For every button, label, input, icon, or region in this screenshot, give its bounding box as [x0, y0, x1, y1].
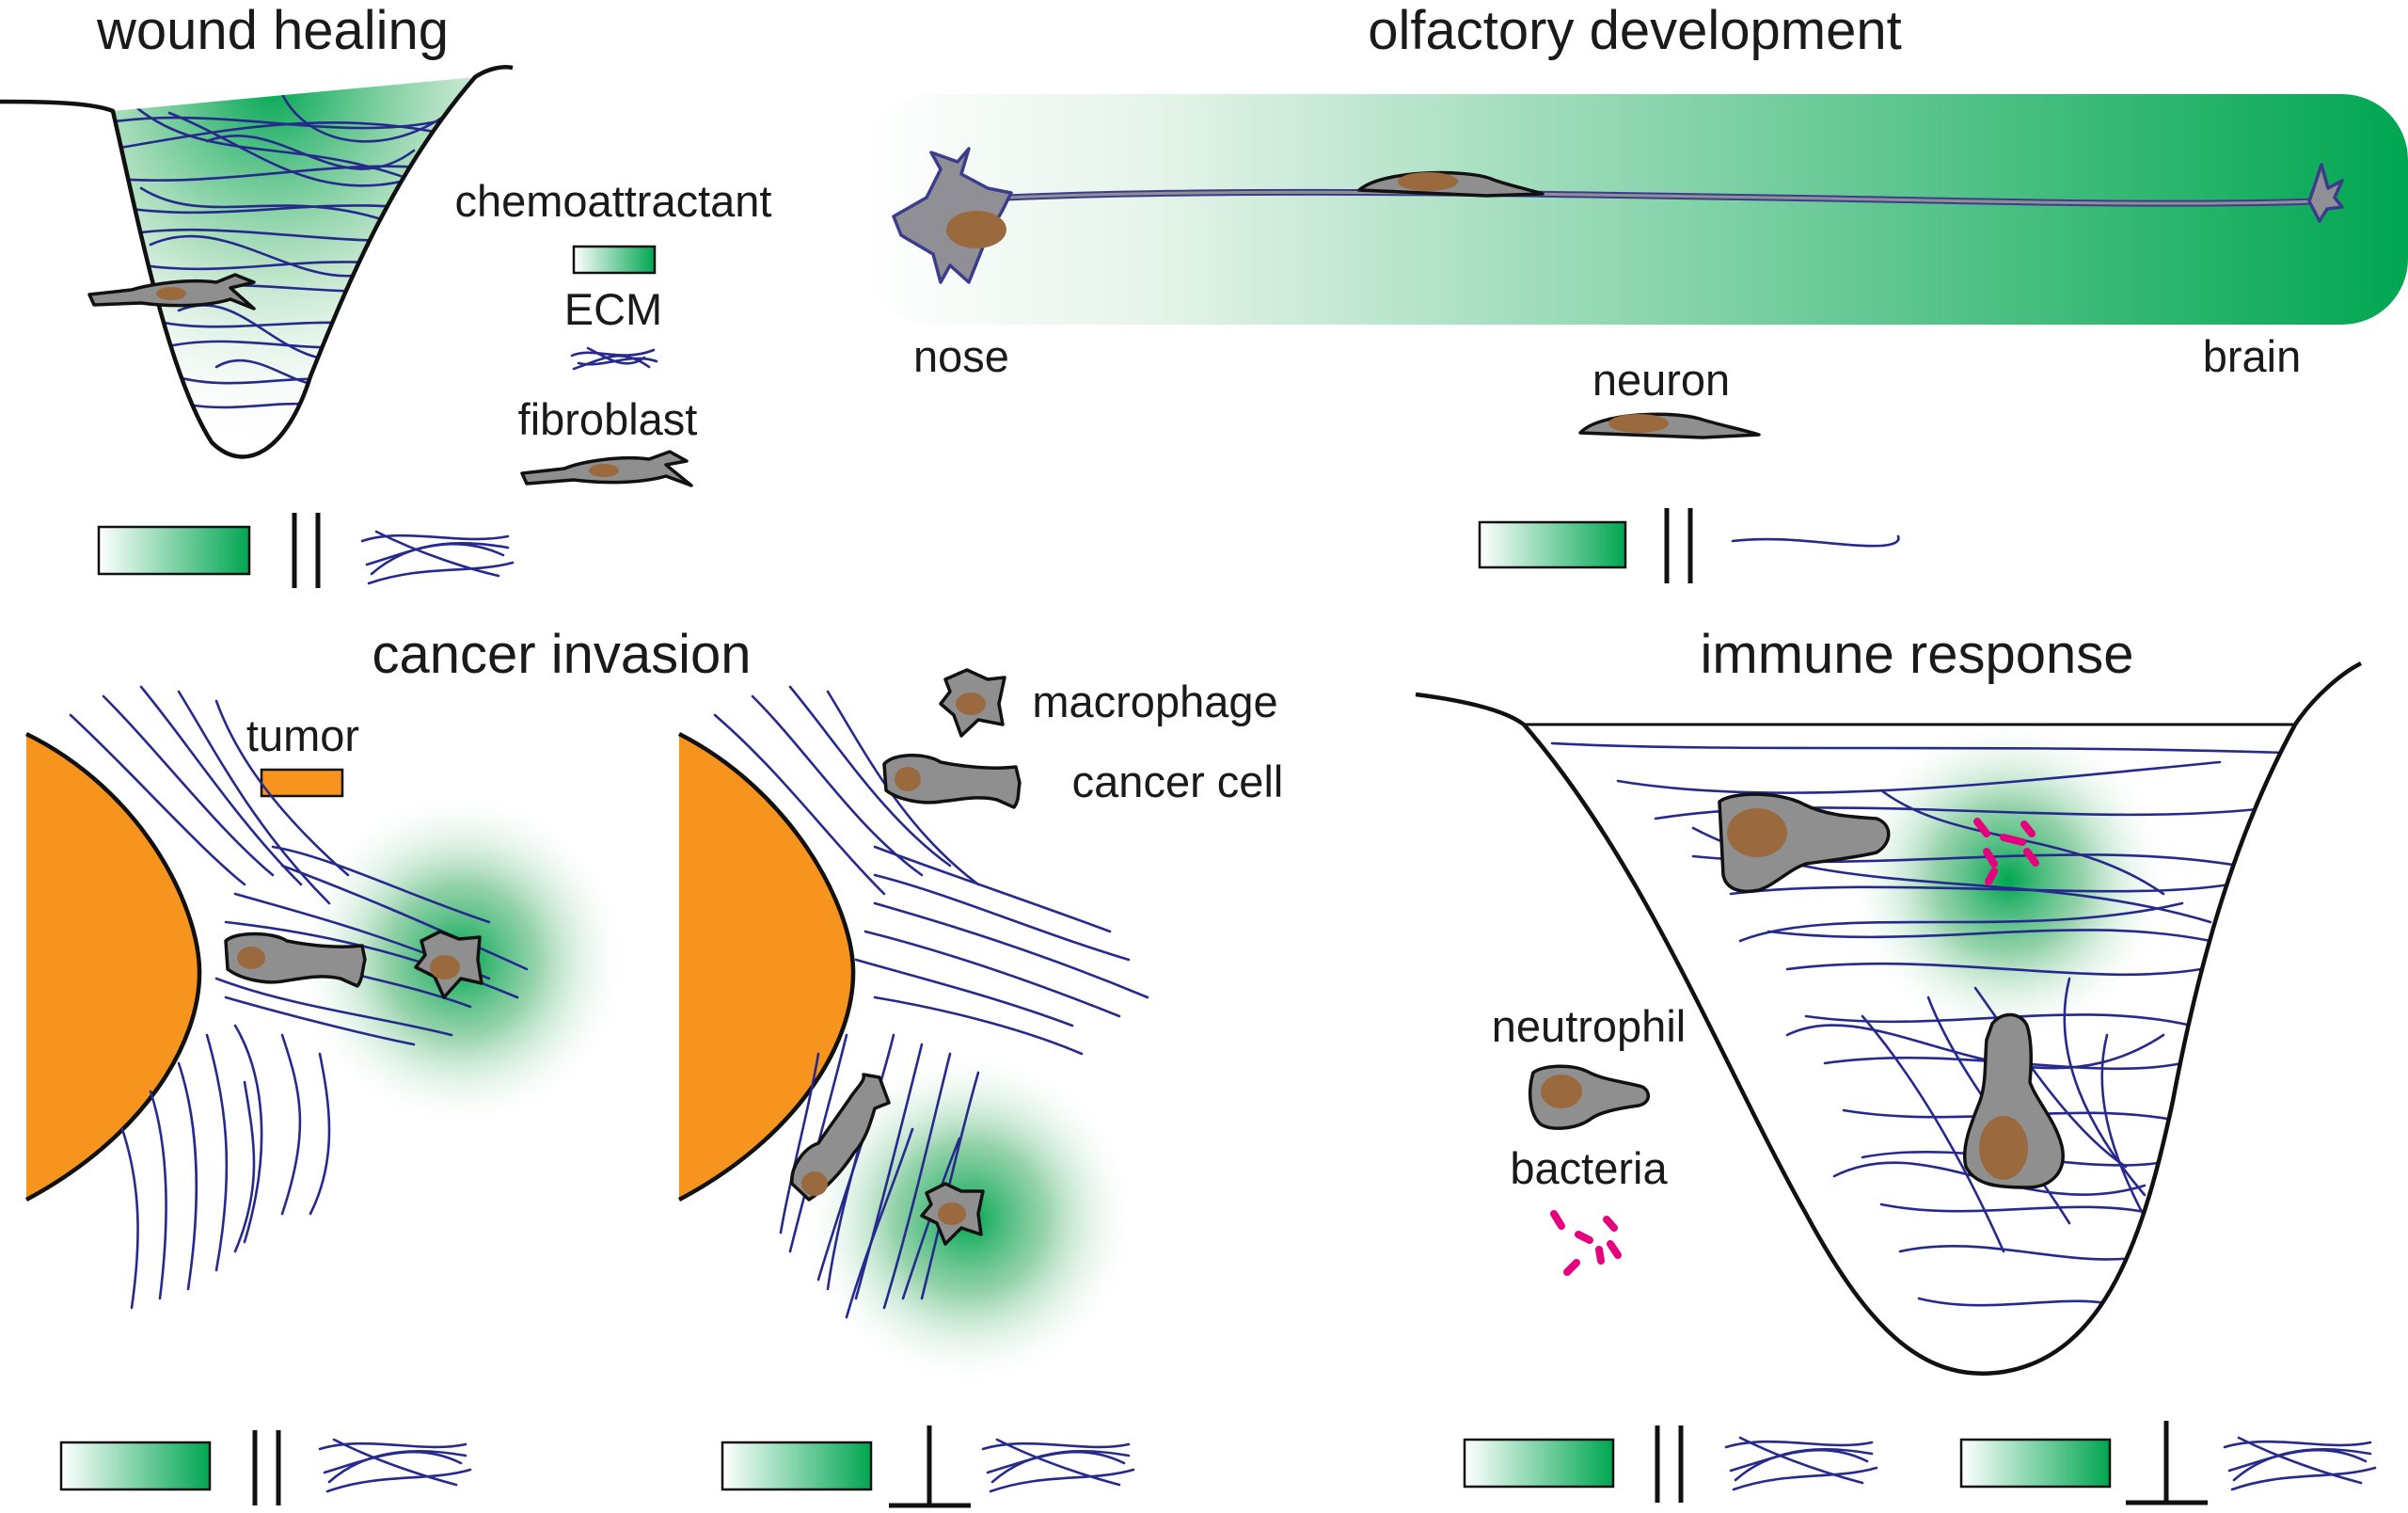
neutrophil-bottom — [1962, 1012, 2065, 1189]
gradient-bar-icon — [1959, 1438, 2112, 1489]
brain-label: brain — [2203, 331, 2302, 381]
gradient-bar-icon — [721, 1441, 873, 1491]
wound-healing-title: wound healing — [96, 0, 449, 61]
macrophage-left — [414, 930, 483, 999]
cancer-cell-legend-icon — [882, 754, 1022, 809]
immune-chemoattractant-gradient — [1844, 725, 2173, 1044]
cancer-cell-label: cancer cell — [1072, 756, 1284, 806]
fibroblast-cell — [87, 273, 256, 311]
cancer-cell-right — [790, 1073, 891, 1202]
olfactory-chemoattractant-gradient — [865, 94, 2408, 325]
wound-outline — [0, 65, 514, 459]
parallel-lines-icon — [292, 513, 321, 588]
perpendicular-icon — [2126, 1421, 2208, 1505]
olfactory-panel: olfactory development nose brain neuron — [865, 0, 2408, 583]
ecm-fiber-icon — [570, 346, 658, 371]
single-axon-icon — [1731, 534, 1900, 548]
parallel-lines-icon — [252, 1430, 281, 1505]
cancer-cell-left — [224, 932, 367, 988]
bacteria-legend-icon — [1550, 1210, 1622, 1276]
fiber-bundle-icon — [360, 530, 515, 585]
perpendicular-icon — [889, 1425, 971, 1508]
macrophage-legend-icon — [939, 668, 1006, 738]
neutrophil-top — [1718, 792, 1891, 894]
fibroblast-label: fibroblast — [518, 394, 698, 444]
fiber-bundle-icon — [981, 1438, 1135, 1493]
immune-response-panel: immune response — [1415, 624, 2377, 1505]
neuron-label: neuron — [1592, 355, 1730, 405]
chemoattractant-gradient-icon — [572, 245, 657, 275]
cancer-invasion-title: cancer invasion — [372, 624, 752, 685]
neutrophil-legend-icon — [1528, 1064, 1650, 1130]
wound-healing-panel: wound healing — [0, 0, 772, 588]
bacteria-cluster — [1973, 818, 2039, 885]
parallel-lines-icon — [1655, 1425, 1684, 1503]
tumor-label: tumor — [246, 710, 359, 760]
neutrophil-label: neutrophil — [1492, 1001, 1686, 1051]
ecm-label: ECM — [564, 284, 662, 334]
tumor-left — [26, 734, 200, 1200]
macrophage-right — [920, 1182, 985, 1246]
neuron-legend-icon — [1578, 412, 1761, 439]
tumor-right — [679, 734, 854, 1200]
growth-cone — [2307, 163, 2344, 223]
macrophage-label: macrophage — [1032, 677, 1277, 726]
gradient-bar-icon — [1463, 1438, 1615, 1489]
cancer-invasion-panel: cancer invasion tumor — [24, 624, 1284, 1508]
migrating-neuron — [1357, 170, 1545, 198]
gradient-bar-icon — [97, 525, 251, 576]
tumor-legend-icon — [260, 768, 344, 798]
fiber-bundle-icon — [2223, 1436, 2377, 1491]
gradient-bar-icon — [1478, 520, 1627, 569]
fibroblast-legend-icon — [520, 450, 693, 487]
fiber-bundle-icon — [318, 1438, 472, 1493]
gradient-bar-icon — [59, 1441, 212, 1491]
immune-wound-outline — [1415, 661, 2363, 1376]
olfactory-neuron-soma — [892, 147, 1013, 284]
immune-response-title: immune response — [1701, 624, 2134, 685]
chemoattractant-label: chemoattractant — [454, 176, 771, 226]
fiber-bundle-icon — [1724, 1436, 1878, 1491]
parallel-lines-icon — [1664, 508, 1693, 583]
bacteria-label: bacteria — [1510, 1143, 1668, 1193]
olfactory-title: olfactory development — [1368, 0, 1901, 61]
nose-label: nose — [913, 331, 1009, 381]
